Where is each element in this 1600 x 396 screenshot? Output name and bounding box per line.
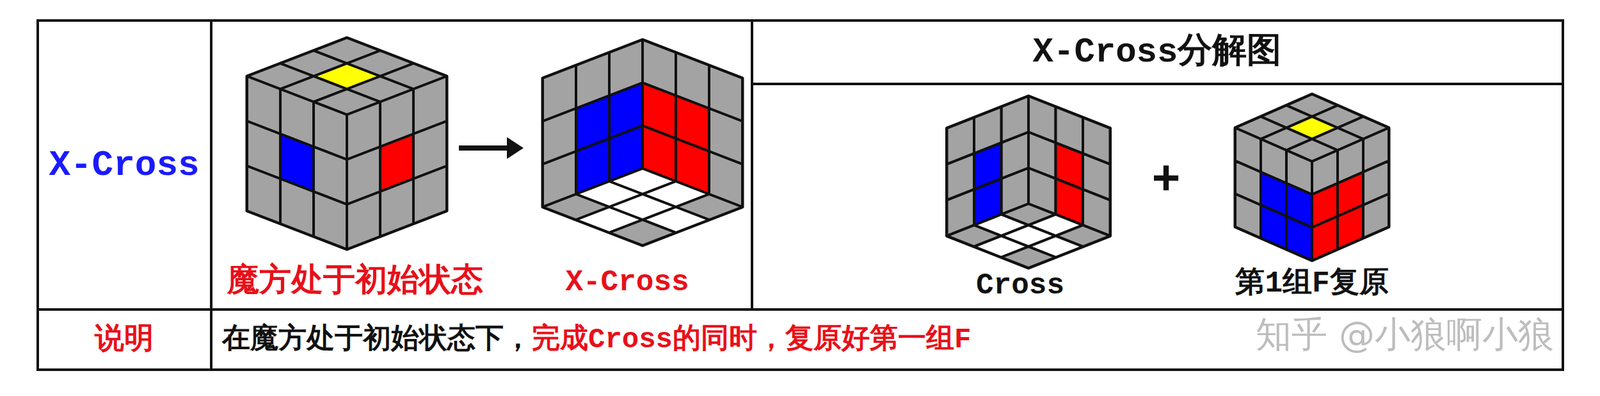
- cube-sticker: [947, 117, 975, 164]
- cube-sticker: [346, 191, 381, 249]
- cube-body: [947, 96, 1111, 268]
- column-title: X-Cross分解图: [1032, 32, 1282, 73]
- row-header-cell: 说明: [37, 309, 212, 370]
- cube-sticker: [1363, 193, 1389, 239]
- description-text: 完成Cross的同时，复原好第一组F: [531, 323, 971, 356]
- cube-sticker: [1001, 246, 1056, 268]
- cube-sticker: [1001, 96, 1030, 143]
- arrow-shaft: [458, 145, 510, 151]
- cube-caption: X-Cross: [565, 265, 689, 300]
- cube-sticker: [1337, 204, 1364, 249]
- cube-sticker: [709, 65, 743, 121]
- cube-sticker: [1260, 204, 1287, 249]
- table-line: [37, 19, 1563, 22]
- cube-illustration: [1235, 94, 1389, 261]
- table-line: [1561, 20, 1565, 370]
- row-title: X-Cross: [48, 144, 200, 186]
- table-line: [36, 20, 40, 370]
- cube-sticker: [1286, 216, 1312, 261]
- cube-sticker: [576, 52, 610, 109]
- breakdown-cell: Cross + 第1组F复原: [752, 83, 1563, 310]
- description-text: 在魔方处于初始状态下，: [222, 323, 532, 356]
- cube-body: [542, 39, 743, 246]
- row-header-cell: X-Cross: [37, 20, 212, 310]
- table-grid: [37, 20, 1563, 370]
- cube-illustration: [542, 39, 743, 246]
- illustration-cell: 魔方处于初始状态 X-Cross: [211, 20, 752, 310]
- column-header-cell: X-Cross分解图: [752, 20, 1563, 84]
- cube-sticker: [642, 39, 676, 96]
- plus-sign: +: [1151, 153, 1181, 210]
- cube-body: [1235, 94, 1389, 261]
- cube-sticker: [247, 165, 281, 224]
- cube-sticker: [1082, 117, 1111, 164]
- transition-arrow: [458, 136, 524, 159]
- cube-illustration: [247, 37, 447, 249]
- cube-sticker: [380, 178, 414, 237]
- cube-illustration: [947, 96, 1111, 268]
- row-title: 说明: [94, 323, 154, 358]
- cube-sticker: [974, 106, 1002, 154]
- cube-sticker: [609, 219, 676, 246]
- cube-sticker: [609, 39, 643, 96]
- cube-sticker: [280, 178, 314, 237]
- cube-sticker: [1028, 96, 1056, 143]
- watermark: 知乎 @小狼啊小狼: [1255, 313, 1554, 355]
- table-line: [750, 20, 754, 310]
- cube-body: [247, 37, 447, 249]
- arrow-head: [506, 136, 524, 159]
- cube-caption: Cross: [976, 268, 1065, 303]
- cube-sticker: [542, 65, 576, 121]
- cube-sticker: [413, 165, 447, 224]
- cube-sticker: [1312, 216, 1338, 261]
- table-line: [752, 82, 1563, 86]
- cube-sticker: [675, 52, 710, 109]
- table-line: [209, 20, 213, 370]
- table-line: [37, 307, 1563, 311]
- cube-sticker: [1056, 106, 1084, 154]
- cube-sticker: [1235, 193, 1261, 239]
- cube-sticker: [313, 191, 347, 249]
- table-line: [37, 368, 1563, 371]
- cube-caption: 第1组F复原: [1235, 266, 1389, 301]
- cube-caption: 魔方处于初始状态: [227, 263, 484, 301]
